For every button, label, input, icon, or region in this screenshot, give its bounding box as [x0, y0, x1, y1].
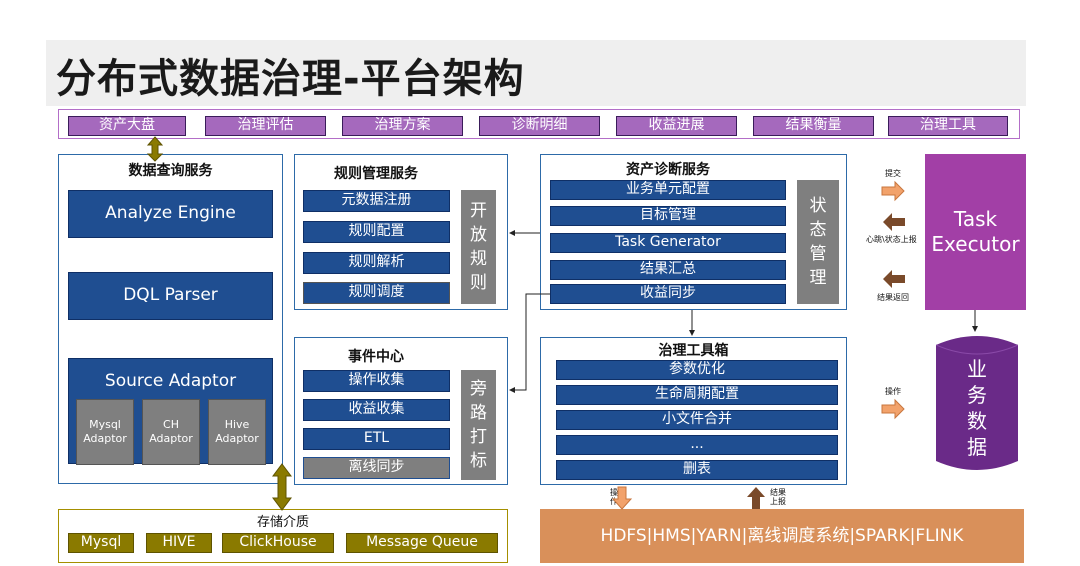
operate-label: 操作 — [885, 387, 901, 396]
state-management-text: 状态管理 — [809, 196, 827, 288]
diag-item-business-unit-config: 业务单元配置 — [550, 180, 786, 200]
storage-chip-hive: HIVE — [146, 533, 212, 553]
bypass-tagging-box: 旁路打标 — [461, 370, 496, 480]
nav-to-query-double-arrow — [146, 136, 164, 162]
submit-label: 提交 — [885, 169, 901, 178]
diag-item-result-summary: 结果汇总 — [550, 260, 786, 280]
nav-tab-governance-tools[interactable]: 治理工具 — [888, 116, 1008, 136]
nav-tab-governance-plan[interactable]: 治理方案 — [342, 116, 463, 136]
open-rules-box: 开放规则 — [461, 190, 496, 304]
tool-item-ellipsis: ... — [556, 435, 838, 455]
event-item-offline-sync: 离线同步 — [303, 457, 450, 479]
submit-arrow-icon — [881, 180, 905, 202]
bypass-tagging-text: 旁路打标 — [470, 379, 487, 471]
mysql-adaptor: Mysql Adaptor — [76, 399, 134, 465]
storage-chip-mysql: Mysql — [68, 533, 134, 553]
tool-item-param-optimize: 参数优化 — [556, 360, 838, 380]
title-band — [46, 40, 1026, 106]
heartbeat-arrow-icon — [883, 213, 905, 231]
nav-tab-result-measure[interactable]: 结果衡量 — [753, 116, 874, 136]
up-report-arrow-icon — [747, 487, 765, 509]
storage-chip-message-queue: Message Queue — [346, 533, 498, 553]
down-operate-label: 操作 — [610, 488, 618, 506]
state-management-box: 状态管理 — [797, 180, 839, 304]
diag-item-task-generator: Task Generator — [550, 233, 786, 253]
hive-adaptor: Hive Adaptor — [208, 399, 266, 465]
down-operate-arrow-icon — [611, 486, 633, 510]
tool-item-small-file-merge: 小文件合并 — [556, 410, 838, 430]
infra-bar: HDFS|HMS|YARN|离线调度系统|SPARK|FLINK — [540, 509, 1024, 563]
ch-adaptor: CH Adaptor — [142, 399, 200, 465]
tool-item-lifecycle-config: 生命周期配置 — [556, 385, 838, 405]
rules-title: 规则管理服务 — [334, 166, 418, 182]
diag-item-benefit-sync: 收益同步 — [550, 284, 786, 304]
business-data-db-icon — [936, 336, 1018, 470]
nav-tab-benefit-progress[interactable]: 收益进展 — [616, 116, 737, 136]
nav-tab-diagnosis-detail[interactable]: 诊断明细 — [479, 116, 600, 136]
query-to-storage-double-arrow — [272, 463, 292, 511]
source-adaptor-label: Source Adaptor — [104, 371, 237, 391]
result-return-arrow-icon — [883, 270, 905, 288]
task-executor-box: Task Executor — [925, 154, 1026, 310]
benefit-sync-to-events-arrow — [509, 293, 550, 393]
storage-title: 存储介质 — [256, 515, 309, 530]
events-title: 事件中心 — [348, 349, 404, 365]
nav-tab-asset-dashboard[interactable]: 资产大盘 — [68, 116, 186, 136]
data-query-title: 数据查询服务 — [128, 163, 213, 179]
diag-item-target-management: 目标管理 — [550, 206, 786, 226]
heartbeat-label: 心跳\状态上报 — [866, 235, 917, 244]
up-report-label: 结果上报 — [770, 488, 786, 506]
event-item-etl: ETL — [303, 428, 450, 450]
open-rules-text: 开放规则 — [470, 201, 487, 293]
rule-item-rule-config: 规则配置 — [303, 221, 450, 243]
task-executor-label: Task Executor — [931, 207, 1020, 256]
rule-item-rule-schedule: 规则调度 — [303, 282, 450, 304]
analyze-engine-box: Analyze Engine — [68, 190, 273, 238]
asset-diagnosis-title: 资产诊断服务 — [626, 162, 710, 178]
business-data-label-wrap: 业务数据 — [936, 356, 1018, 460]
rule-item-metadata-register: 元数据注册 — [303, 190, 450, 212]
nav-tab-governance-eval[interactable]: 治理评估 — [205, 116, 326, 136]
event-item-operation-collect: 操作收集 — [303, 370, 450, 392]
business-data-label: 业务数据 — [967, 357, 987, 459]
result-return-label: 结果返回 — [877, 293, 909, 302]
page-title: 分布式数据治理-平台架构 — [56, 56, 525, 102]
event-item-benefit-collect: 收益收集 — [303, 399, 450, 421]
storage-chip-clickhouse: ClickHouse — [222, 533, 334, 553]
rule-item-rule-parse: 规则解析 — [303, 252, 450, 274]
tool-item-drop-table: 删表 — [556, 460, 838, 480]
dql-parser-box: DQL Parser — [68, 272, 273, 320]
operate-arrow-icon — [881, 398, 905, 420]
toolbox-title: 治理工具箱 — [658, 343, 729, 359]
